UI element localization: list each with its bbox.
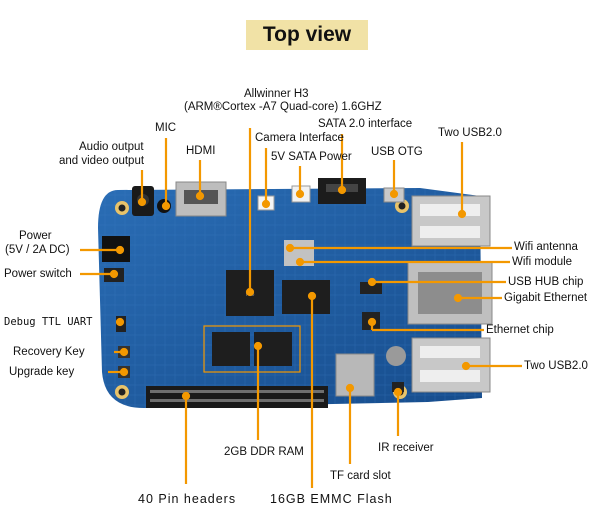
tf-card-slot — [335, 353, 375, 397]
label-wifi-antenna: Wifi antenna — [514, 241, 578, 253]
usb-ports-top — [411, 195, 491, 247]
label-emmc: 16GB EMMC Flash — [270, 492, 393, 506]
label-ethernet-chip: Ethernet chip — [486, 324, 554, 336]
label-ddr-ram: 2GB DDR RAM — [224, 446, 304, 458]
label-power-line1: Power — [19, 230, 52, 242]
ir-receiver-component — [392, 382, 404, 392]
label-sata-iface: SATA 2.0 interface — [318, 118, 413, 130]
callout-lines — [80, 128, 522, 488]
label-audio-line1: Audio output — [79, 141, 144, 153]
label-power-line2: (5V / 2A DC) — [5, 244, 70, 256]
label-wifi-module: Wifi module — [512, 256, 573, 268]
label-soc-line2: (ARM®Cortex -A7 Quad-core) 1.6GHZ — [184, 101, 382, 113]
ddr-chip-1 — [212, 332, 250, 366]
label-power-switch: Power switch — [4, 268, 72, 280]
label-audio-line2: and video output — [59, 155, 145, 167]
label-pin-headers: 40 Pin headers — [138, 492, 237, 506]
gpio-header — [146, 386, 328, 408]
label-two-usb-bottom: Two USB2.0 — [524, 360, 588, 372]
label-gigabit: Gigabit Ethernet — [504, 292, 588, 304]
label-tf-card: TF card slot — [330, 470, 391, 482]
label-mic: MIC — [155, 122, 177, 134]
label-hdmi: HDMI — [186, 145, 216, 157]
label-camera: Camera Interface — [255, 132, 344, 144]
label-usb-otg: USB OTG — [371, 146, 423, 158]
capacitor — [386, 346, 406, 366]
label-sata-power: 5V SATA Power — [271, 151, 352, 163]
label-usb-hub: USB HUB chip — [508, 276, 584, 288]
label-debug-uart: Debug TTL UART — [4, 316, 93, 328]
usb-hub-chip — [360, 282, 382, 294]
label-upgrade-key: Upgrade key — [9, 366, 75, 378]
label-recovery-key: Recovery Key — [13, 346, 85, 358]
label-soc-line1: Allwinner H3 — [244, 88, 309, 100]
label-two-usb-top: Two USB2.0 — [438, 127, 502, 139]
page-title: Top view — [246, 20, 368, 50]
emmc-chip — [282, 280, 330, 314]
label-ir-receiver: IR receiver — [378, 442, 434, 454]
